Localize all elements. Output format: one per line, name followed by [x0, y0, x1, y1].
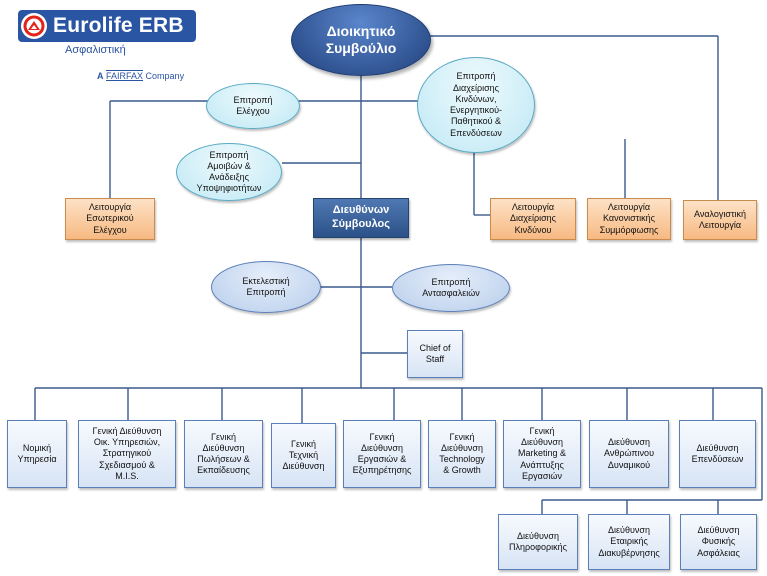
ceo: Διευθύνων Σύμβουλος: [313, 198, 409, 238]
board-of-directors: Διοικητικό Συμβούλιο: [291, 4, 431, 76]
division-human-resources: Διεύθυνση Ανθρώπινου Δυναμικού: [589, 420, 669, 488]
compliance-function: Λειτουργία Κανονιστικής Συμμόρφωσης: [587, 198, 671, 240]
logo-tagline: A FAIRFAX Company: [97, 71, 184, 81]
division-investments: Διεύθυνση Επενδύσεων: [679, 420, 756, 488]
logo-mark-icon: [23, 15, 45, 37]
logo-subtitle: Ασφαλιστική: [65, 44, 126, 56]
tagline-pre: A: [97, 71, 104, 81]
company-logo: Eurolife ERB: [18, 10, 196, 42]
chief-of-staff: Chief of Staff: [407, 330, 463, 378]
logo-emblem-icon: [21, 13, 47, 39]
division-corporate-governance: Διεύθυνση Εταιρικής Διακυβέρνησης: [588, 514, 670, 570]
division-technology-growth: Γενική Διεύθυνση Technology & Growth: [428, 420, 496, 488]
division-operations: Γενική Διεύθυνση Εργασιών & Εξυπηρέτησης: [343, 420, 421, 488]
risk-management-function: Λειτουργία Διαχείρισης Κινδύνου: [490, 198, 576, 240]
audit-committee: Επιτροπή Ελέγχου: [206, 83, 300, 129]
risk-alm-committee: Επιτροπή Διαχείρισης Κινδύνων, Ενεργητικ…: [417, 57, 535, 153]
internal-audit-function: Λειτουργία Εσωτερικού Ελέγχου: [65, 198, 155, 240]
division-legal: Νομική Υπηρεσία: [7, 420, 67, 488]
division-it: Διεύθυνση Πληροφορικής: [498, 514, 578, 570]
remuneration-committee: Επιτροπή Αμοιβών & Ανάδειξης Υποψηφιοτήτ…: [176, 143, 282, 201]
division-marketing: Γενική Διεύθυνση Marketing & Ανάπτυξης Ε…: [503, 420, 581, 488]
actuarial-function: Αναλογιστική Λειτουργία: [683, 200, 757, 240]
division-sales-training: Γενική Διεύθυνση Πωλήσεων & Εκπαίδευσης: [184, 420, 263, 488]
reinsurance-committee: Επιτροπή Αντασφαλειών: [392, 264, 510, 312]
logo-name: Eurolife ERB: [53, 14, 184, 37]
tagline-post: Company: [145, 71, 185, 81]
division-finance-strategy-mis: Γενική Διεύθυνση Οικ. Υπηρεσιών, Στρατηγ…: [78, 420, 176, 488]
division-physical-security: Διεύθυνση Φυσικής Ασφάλειας: [680, 514, 757, 570]
division-technical: Γενική Τεχνική Διεύθυνση: [271, 423, 336, 488]
executive-committee: Εκτελεστική Επιτροπή: [211, 261, 321, 313]
tagline-brand: FAIRFAX: [106, 71, 144, 81]
